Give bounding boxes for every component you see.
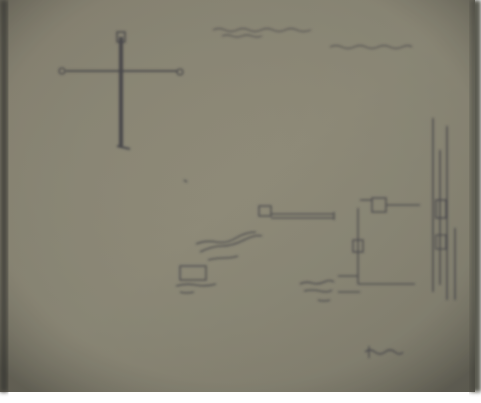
haze-overlay <box>0 0 475 392</box>
axis-cross <box>58 31 184 150</box>
right-rails <box>432 118 456 300</box>
frame-bottom-border <box>0 392 481 403</box>
drawing <box>58 27 456 358</box>
schematic <box>175 197 420 358</box>
board-vignette <box>0 0 475 392</box>
small-mark <box>183 179 188 183</box>
board-right-edge <box>470 0 481 392</box>
heading-scribble <box>212 27 413 50</box>
